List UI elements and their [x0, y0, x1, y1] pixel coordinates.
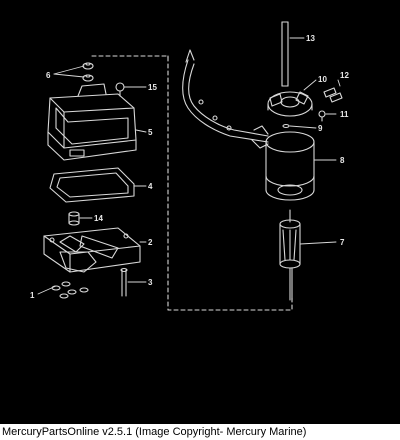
terminal-screw-part: [318, 110, 326, 122]
callout-15: 15: [148, 83, 157, 92]
callout-labels: 1 2 3 4 5 6 7 8 9 10 11 12 13 14 15: [30, 34, 349, 300]
o-ring-part: [51, 281, 89, 299]
shaft-part: [281, 21, 289, 87]
callout-3: 3: [148, 278, 153, 287]
leader-lines: [37, 37, 341, 295]
callout-2: 2: [148, 238, 153, 247]
base-plate-part: [43, 227, 141, 273]
brush-part: [323, 87, 343, 103]
gasket-part: [49, 167, 135, 203]
callout-5: 5: [148, 128, 153, 137]
bolt-part: [120, 267, 128, 297]
callout-9: 9: [318, 124, 323, 133]
callout-4: 4: [148, 182, 153, 191]
callout-12: 12: [340, 71, 349, 80]
copyright-footer: MercuryPartsOnline v2.5.1 (Image Copyrig…: [0, 424, 400, 440]
callout-10: 10: [318, 75, 327, 84]
nut-part: [82, 62, 94, 82]
callout-1: 1: [30, 291, 35, 300]
exploded-parts-diagram: 1 2 3 4 5 6 7 8 9 10 11 12 13 14 15: [30, 21, 349, 311]
wire-harness-part: [182, 49, 269, 149]
bushing-part: [68, 211, 80, 226]
motor-housing-part: [265, 131, 315, 201]
brush-plate-part: [267, 91, 313, 117]
callout-6: 6: [46, 71, 51, 80]
cover-part: [47, 83, 137, 161]
callout-11: 11: [340, 110, 349, 119]
assembly-dashed-line: [91, 55, 293, 311]
washer-part: [282, 123, 290, 129]
callout-14: 14: [94, 214, 103, 223]
callout-8: 8: [340, 156, 345, 165]
armature-part: [279, 209, 301, 301]
callout-7: 7: [340, 238, 345, 247]
callout-13: 13: [306, 34, 315, 43]
